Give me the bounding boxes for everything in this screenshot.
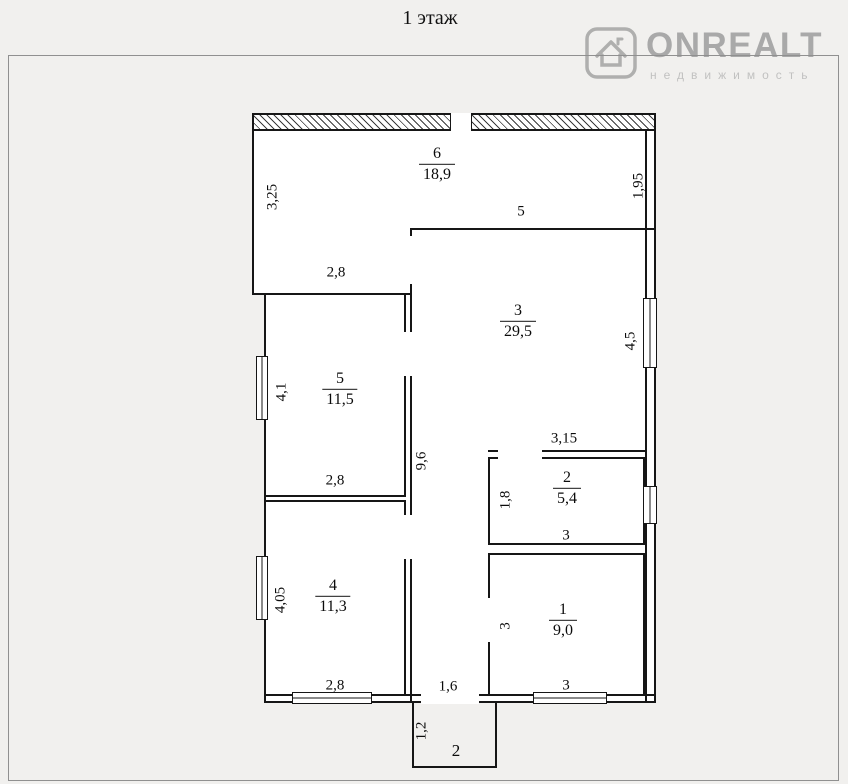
dim-room6-right: 1,95 [630,172,647,200]
wall-left-upper [252,114,254,295]
door-opening-room4 [402,515,413,559]
dim-room5-bottom: 2,8 [325,472,345,489]
dim-hall-length: 9,6 [413,451,430,471]
room-5-number: 5 [322,370,358,391]
wall-hall-left [410,228,412,703]
window-symbol-room1-bottom [533,692,607,704]
top-wall-opening [450,113,472,131]
room-4-number: 4 [315,577,351,598]
room-3-number: 3 [500,302,536,323]
porch-wall-left [412,703,414,768]
room-6-area: 18,9 [423,166,451,184]
dim-room3-right: 4,5 [622,331,639,351]
dim-room5-left: 4,1 [273,382,290,402]
room-1-number: 1 [549,601,577,622]
window-symbol-room4-left [256,556,268,620]
dim-room5-top: 2,8 [326,264,346,281]
room-1-area: 9,0 [553,622,573,640]
room-6-label: 6 18,9 [419,145,455,185]
room-1-label: 1 9,0 [549,601,577,641]
room-2-area: 5,4 [557,490,577,508]
room-2-label: 2 5,4 [553,469,581,509]
door-opening-room1 [487,598,491,642]
room-3-area: 29,5 [504,323,532,341]
room-5-label: 5 11,5 [322,370,358,410]
room-2 [488,457,645,545]
room-4-label: 4 11,3 [315,577,351,617]
door-opening-room2 [498,448,542,461]
page-border [8,55,839,781]
room-6-floor [252,115,656,295]
room-3-label: 3 29,5 [500,302,536,342]
logo-house-icon [585,27,637,79]
dim-porch-depth: 1,2 [413,721,430,741]
wall-left-lower [264,293,266,703]
wall-room3-top [410,228,656,230]
door-opening-room5 [402,332,413,376]
porch-wall-right [495,703,497,768]
dim-room3-bottom: 3,15 [550,430,578,447]
wall-right-inner [645,129,647,703]
dim-room4-left: 4,05 [272,586,289,614]
door-opening-porch [421,693,479,704]
onrealt-watermark: ONREALT недвижимость [580,26,830,88]
dim-room1-left: 3 [497,622,514,630]
window-symbol-room4-bottom [292,692,372,704]
door-opening-room6 [409,236,413,284]
porch-wall-bottom [412,766,497,768]
window-symbol-room2-right [643,486,657,524]
dim-room4-bottom: 2,8 [325,677,345,694]
room-2-number: 2 [553,469,581,490]
wall-right-outer [654,114,656,703]
dim-room3-top: 5 [517,203,525,220]
room-5-area: 11,5 [326,391,354,409]
dim-room6-left: 3,25 [264,183,281,211]
wall-room3-bottom [488,450,645,452]
dim-room1-bottom: 3 [562,677,570,694]
logo-tagline: недвижимость [650,68,815,82]
room-6-number: 6 [419,145,455,166]
logo-brand: ONREALT [646,26,824,65]
dim-hall-bottom: 1,6 [438,678,458,695]
dim-room2-bottom: 3 [562,527,570,544]
dim-room2-left: 1,8 [497,490,514,510]
room-4-area: 11,3 [319,598,347,616]
porch-number-label: 2 [451,741,461,760]
window-symbol-room3-right [643,298,657,368]
floor-title: 1 этаж [402,7,458,29]
window-symbol-room5-left [256,356,268,420]
